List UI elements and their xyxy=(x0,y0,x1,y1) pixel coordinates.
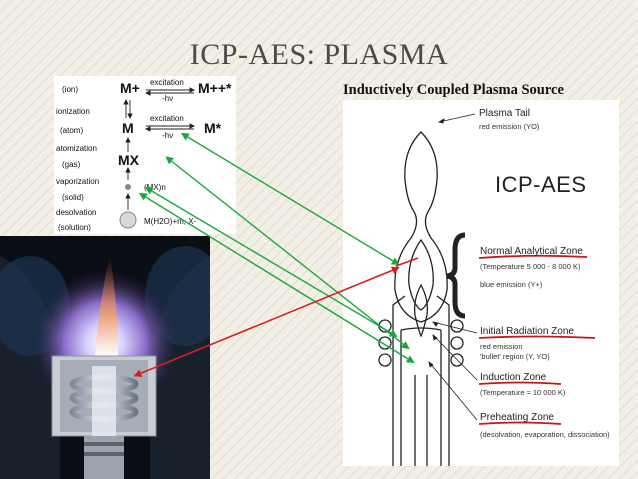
plasma-tail-sub: red emission (YO) xyxy=(479,122,540,131)
species-m-star: M* xyxy=(204,120,222,136)
label-solid: (solid) xyxy=(62,193,84,202)
initial-zone-label: Initial Radiation Zone xyxy=(480,326,574,337)
label-vaporization: vaporization xyxy=(56,177,100,186)
slide-title: ICP-AES: PLASMA xyxy=(189,38,449,71)
slide-subtitle: Inductively Coupled Plasma Source xyxy=(343,82,564,98)
label-atomization: atomization xyxy=(56,144,97,153)
solution-droplet-icon xyxy=(119,211,137,229)
excitation-label-2: excitation xyxy=(150,114,184,123)
normal-zone-label: Normal Analytical Zone xyxy=(480,246,583,257)
label-ionization: ionization xyxy=(56,107,90,116)
species-mx: MX xyxy=(118,152,139,168)
label-ion: (ion) xyxy=(62,85,79,94)
preheating-zone-label: Preheating Zone xyxy=(480,412,554,423)
species-m: M xyxy=(122,120,134,136)
initial-zone-sub1: red emission xyxy=(480,342,523,351)
induction-zone-temp: (Temperature ≈ 10 000 K) xyxy=(480,388,566,397)
icp-torch-diagram: Plasma Tail red emission (YO) ICP-AES No… xyxy=(343,100,619,466)
label-solution: (solution) xyxy=(58,223,91,232)
induction-zone-label: Induction Zone xyxy=(480,372,547,383)
label-gas: (gas) xyxy=(62,160,81,169)
plasma-tail-label: Plasma Tail xyxy=(479,108,530,119)
normal-zone-sub: blue emission (Y+) xyxy=(480,280,543,289)
label-atom: (atom) xyxy=(60,126,84,135)
diagram-heading: ICP-AES xyxy=(495,172,587,197)
initial-zone-sub2: 'bullet' region (Y, YO) xyxy=(480,352,550,361)
torch-photo xyxy=(0,236,210,479)
species-m-plus-star: M++* xyxy=(198,80,232,96)
torch-photo-illustration xyxy=(0,236,210,479)
excitation-label-1: excitation xyxy=(150,78,184,87)
solid-particle-icon xyxy=(125,184,131,190)
preheating-zone-sub: (desolvation, evaporation, dissociation) xyxy=(480,430,610,439)
species-m-plus: M+ xyxy=(120,80,140,96)
process-chart: (ion) ionization (atom) atomization (gas… xyxy=(54,76,236,234)
process-arrows xyxy=(119,87,196,229)
label-desolvation: desolvation xyxy=(56,208,97,217)
minus-hv-label-1: -hν xyxy=(162,94,174,103)
minus-hv-label-2: -hν xyxy=(162,131,174,140)
normal-zone-temp: (Temperature 5 000 - 8 000 K) xyxy=(480,262,581,271)
